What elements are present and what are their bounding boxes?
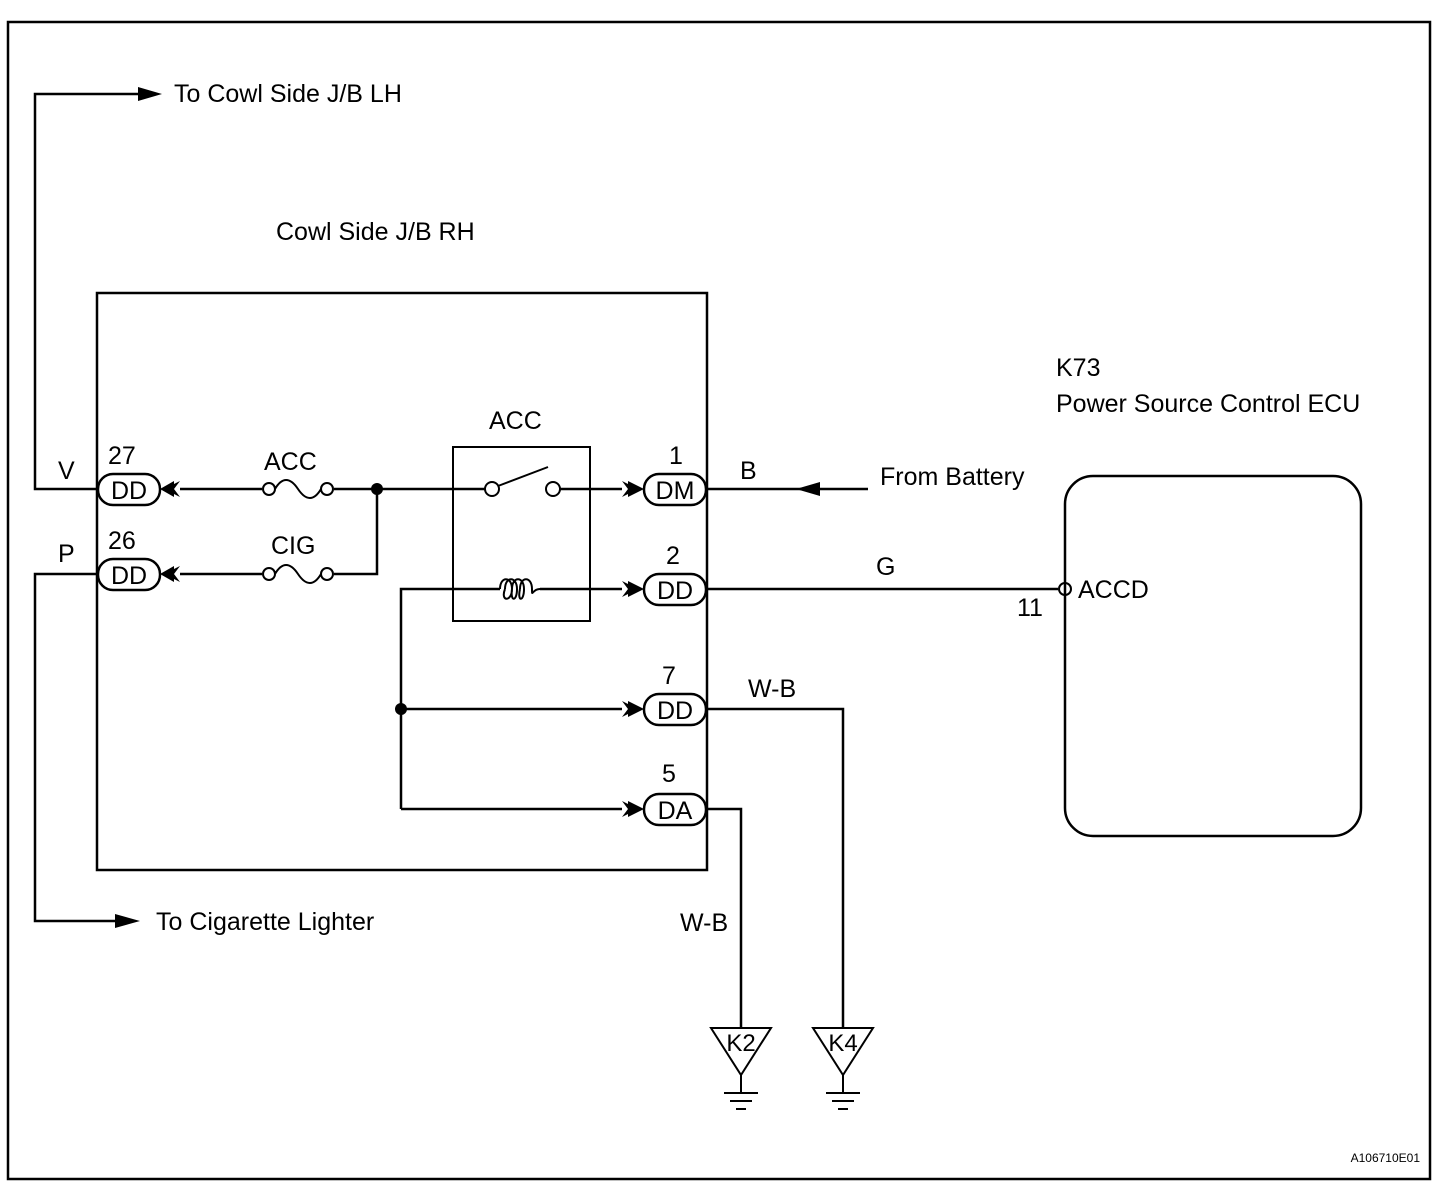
connector-7 [642, 692, 708, 727]
fuse-cig-icon [274, 564, 322, 584]
pin-1: 1 [669, 442, 683, 470]
fuse-cig-label: CIG [271, 532, 315, 560]
connector-5 [642, 792, 708, 827]
ecu-pin-name: ACCD [1078, 576, 1149, 604]
connector-26-code: DD [111, 562, 147, 590]
wire-wb-lower [707, 807, 743, 1028]
fuse-cig-terminal [262, 567, 276, 581]
arrow-to-cigarette [115, 914, 140, 928]
relay-name-label: ACC [489, 407, 542, 435]
connector-1-code: DM [656, 477, 695, 505]
ground-k4: K4 [811, 1027, 875, 1110]
ecu-name-label: Power Source Control ECU [1056, 390, 1360, 418]
connector-26 [96, 557, 162, 592]
document-id: A106710E01 [1351, 1151, 1421, 1165]
ecu-box [1063, 474, 1363, 838]
page-frame [6, 20, 1432, 1181]
pin-2: 2 [666, 542, 680, 570]
ground-k2: K2 [709, 1027, 773, 1110]
relay-contact [484, 481, 500, 497]
arrow-from-battery [796, 482, 820, 496]
wire-color-p: P [58, 540, 75, 568]
wire-color-wb-upper: W-B [748, 675, 796, 703]
cowl-rh-label: Cowl Side J/B RH [276, 218, 475, 246]
wire-color-v: V [58, 457, 75, 485]
fuse-acc-terminal [262, 482, 276, 496]
relay-coil-icon [499, 578, 541, 600]
ground-k4-label: K4 [828, 1030, 857, 1057]
fuse-acc-label: ACC [264, 448, 317, 476]
connector-5-code: DA [658, 797, 693, 825]
from-battery-label: From Battery [880, 463, 1025, 491]
fuse-acc-terminal [320, 482, 334, 496]
wire-color-wb-lower: W-B [680, 909, 728, 937]
wire-v [33, 92, 145, 491]
junction-dot [371, 483, 383, 495]
wire-color-b: B [740, 457, 757, 485]
wire-coil-left [399, 587, 500, 809]
wire-p [33, 572, 122, 923]
ground-k2-label: K2 [726, 1030, 755, 1057]
relay-contact [545, 481, 561, 497]
acc-relay-box [452, 446, 591, 622]
fuse-cig-terminal [320, 567, 334, 581]
arrow-to-cowl-lh [138, 87, 162, 101]
connector-1 [642, 472, 708, 507]
wire-wb-upper [707, 707, 845, 1028]
connector-27 [96, 472, 162, 507]
connector-27-code: DD [111, 477, 147, 505]
connector-fins [160, 481, 644, 817]
wire-color-g: G [876, 553, 895, 581]
fuse-acc-icon [274, 479, 322, 499]
connector-2 [642, 572, 708, 607]
pin-5: 5 [662, 760, 676, 788]
connector-2-code: DD [657, 577, 693, 605]
relay-switch-arm [497, 466, 549, 487]
pin-7: 7 [662, 662, 676, 690]
to-cigarette-label: To Cigarette Lighter [156, 908, 374, 936]
pin-27: 27 [108, 442, 136, 470]
wire-cig-right [334, 489, 379, 576]
ecu-pin-terminal [1058, 582, 1072, 596]
junction-block-rh [95, 291, 709, 872]
ecu-code-label: K73 [1056, 354, 1100, 382]
ecu-pin-number: 11 [1017, 594, 1043, 622]
pin-26: 26 [108, 527, 136, 555]
to-cowl-lh-label: To Cowl Side J/B LH [174, 80, 402, 108]
connector-7-code: DD [657, 697, 693, 725]
